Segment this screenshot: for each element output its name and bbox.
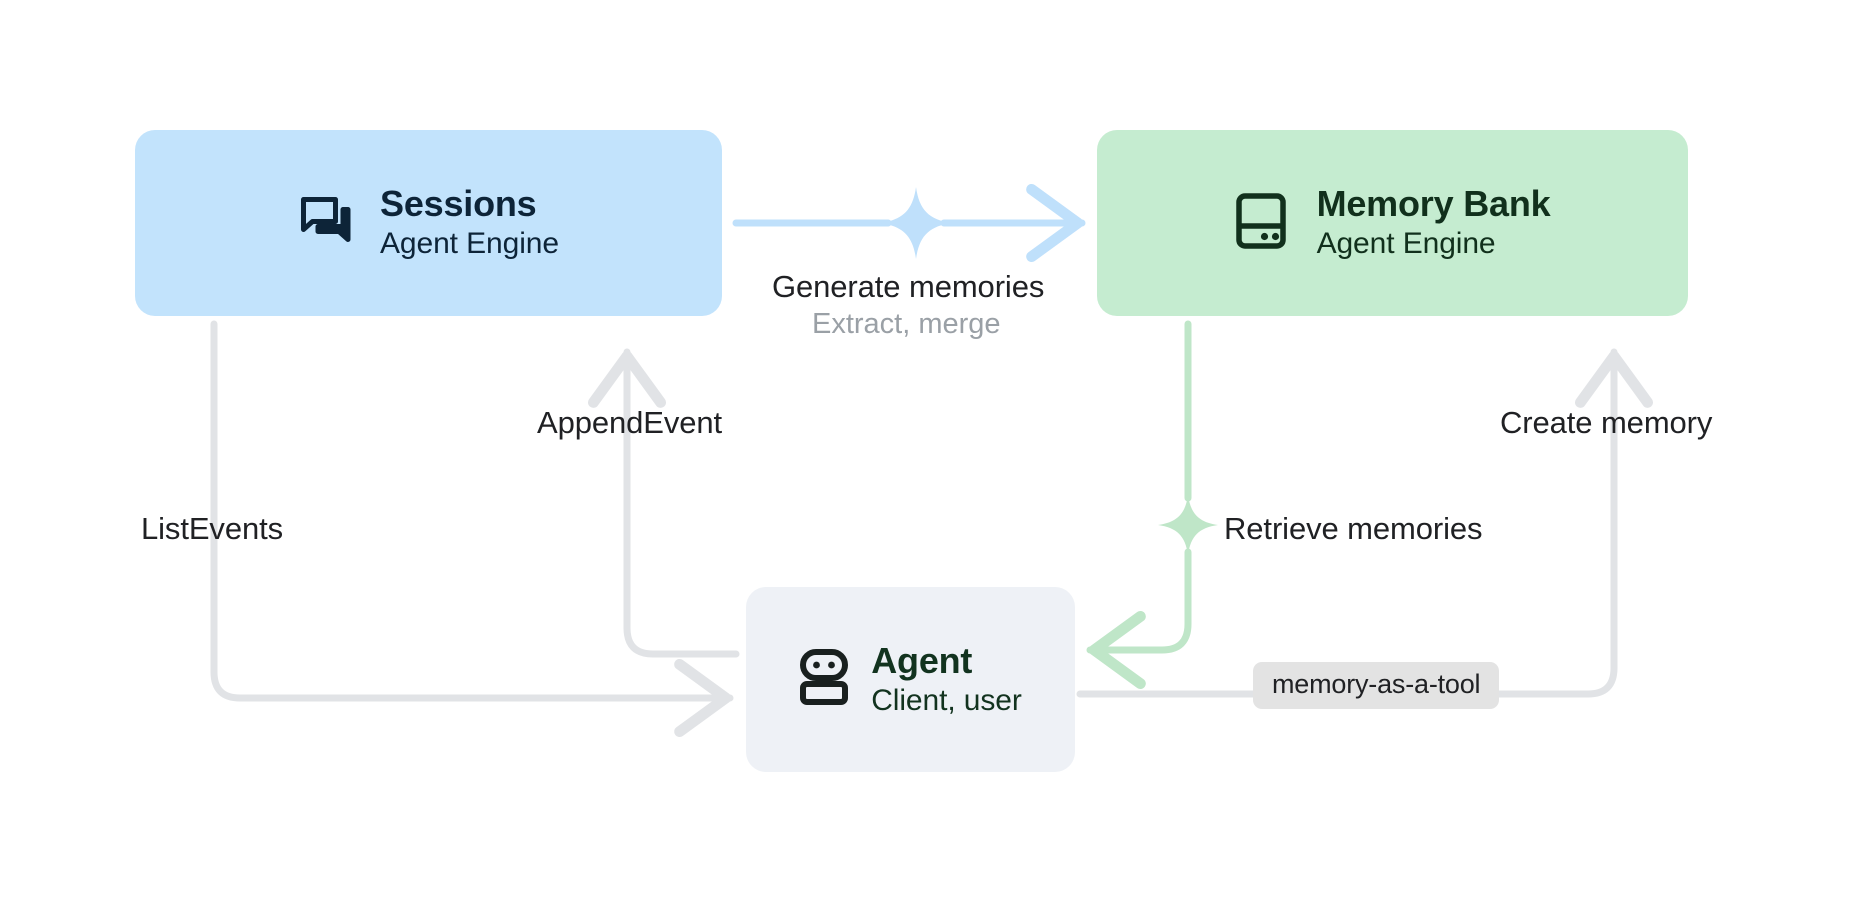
node-agent-subtitle: Client, user [871,683,1022,717]
node-sessions[interactable]: Sessions Agent Engine [135,130,722,316]
edge-label-retrieve-memories: Retrieve memories [1224,511,1483,546]
sparkle-retrieve-icon [1158,495,1218,555]
edge-label-append-event: AppendEvent [537,405,723,440]
node-sessions-text: Sessions Agent Engine [380,183,559,261]
badge-memory-as-a-tool: memory-as-a-tool [1253,662,1500,709]
edge-label-create-memory: Create memory [1500,405,1713,440]
node-agent-text: Agent Client, user [871,639,1022,717]
edge-retrieve-memories [1086,320,1192,690]
edge-append-event [587,348,740,658]
edge-label-list-events: ListEvents [141,511,284,546]
node-agent-title: Agent [871,639,973,681]
node-memory-bank[interactable]: Memory Bank Agent Engine [1097,130,1688,316]
node-memory-bank-title: Memory Bank [1316,183,1551,225]
robot-head-icon [799,648,849,711]
node-memory-bank-subtitle: Agent Engine [1316,227,1496,261]
node-memory-bank-text: Memory Bank Agent Engine [1316,183,1551,261]
edge-label-generate-memories: Generate memories [772,269,1045,304]
forum-chat-bubbles-icon [298,193,354,254]
edge-list-events [210,320,734,738]
node-agent[interactable]: Agent Client, user [746,587,1075,772]
node-sessions-title: Sessions [380,183,537,225]
node-sessions-subtitle: Agent Engine [380,227,559,261]
database-storage-icon [1235,192,1287,255]
sparkle-generate-icon [880,187,952,259]
edge-sublabel-generate-memories: Extract, merge [812,308,1001,340]
